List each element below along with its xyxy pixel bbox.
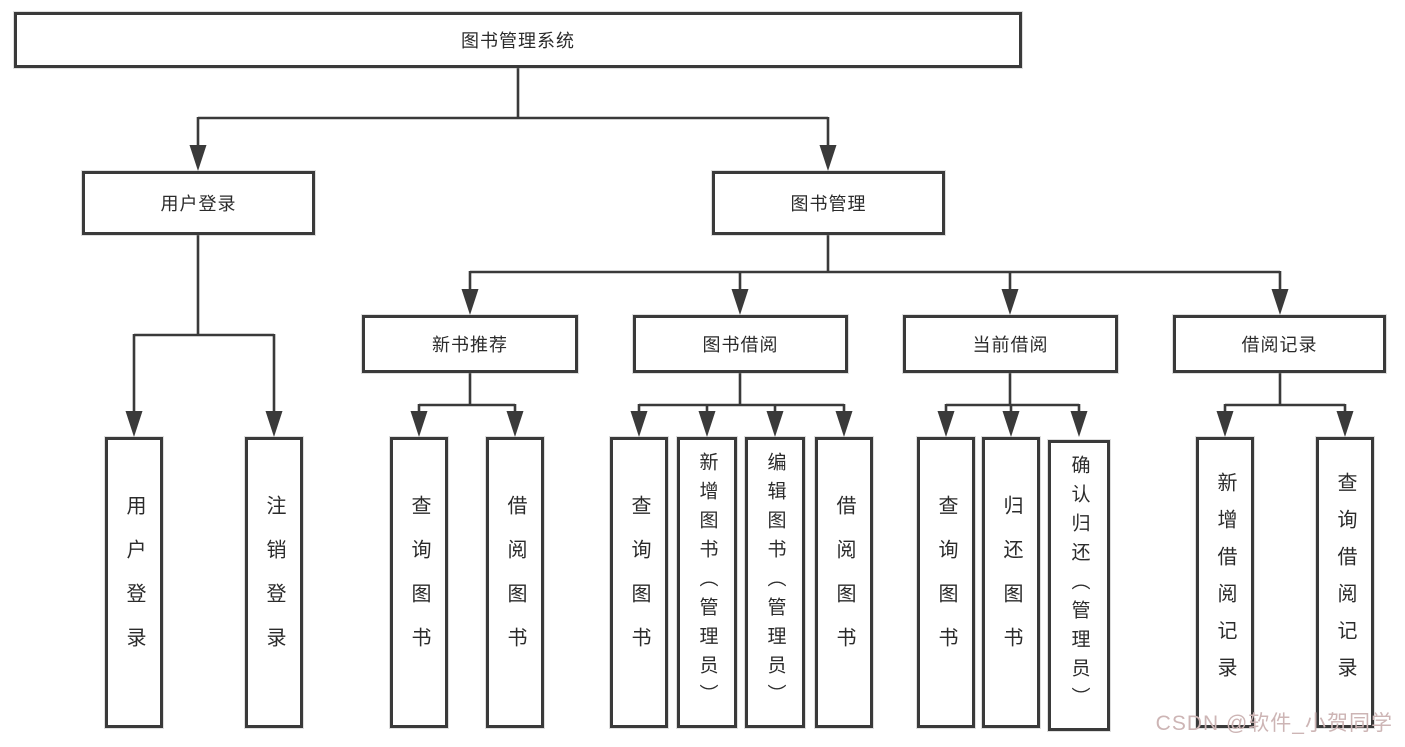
leaf-newbook-borrow-label: 借阅图书 <box>504 494 526 671</box>
leaf-current-return: 归还图书 <box>982 437 1040 728</box>
leaf-current-query: 查询图书 <box>917 437 975 728</box>
node-new-book-recommend-label: 新书推荐 <box>432 335 508 355</box>
leaf-borrow-add-admin-label: 新增图书（管理员） <box>696 452 718 713</box>
node-root-label: 图书管理系统 <box>461 31 575 51</box>
leaf-user-login: 用户登录 <box>105 437 163 728</box>
node-root: 图书管理系统 <box>14 12 1022 68</box>
leaf-borrow-query-label: 查询图书 <box>628 494 650 671</box>
node-user-login: 用户登录 <box>82 171 315 235</box>
leaf-records-add: 新增借阅记录 <box>1196 437 1254 728</box>
leaf-borrow-borrow-label: 借阅图书 <box>833 494 855 671</box>
node-borrow-records: 借阅记录 <box>1173 315 1386 373</box>
leaf-current-confirm-admin: 确认归还（管理员） <box>1048 440 1110 731</box>
node-borrow-records-label: 借阅记录 <box>1241 335 1318 355</box>
node-book-management: 图书管理 <box>712 171 945 235</box>
node-current-borrow: 当前借阅 <box>903 315 1118 373</box>
leaf-current-confirm-admin-label: 确认归还（管理员） <box>1068 455 1090 716</box>
leaf-user-login-label: 用户登录 <box>123 494 145 671</box>
leaf-current-query-label: 查询图书 <box>935 494 957 671</box>
node-new-book-recommend: 新书推荐 <box>362 315 578 373</box>
leaf-records-add-label: 新增借阅记录 <box>1214 471 1236 694</box>
leaf-borrow-edit-admin-label: 编辑图书（管理员） <box>764 452 786 713</box>
node-book-management-label: 图书管理 <box>790 194 867 214</box>
leaf-records-query: 查询借阅记录 <box>1316 437 1374 728</box>
leaf-newbook-query: 查询图书 <box>390 437 448 728</box>
leaf-borrow-add-admin: 新增图书（管理员） <box>677 437 737 728</box>
leaf-logout: 注销登录 <box>245 437 303 728</box>
leaf-newbook-query-label: 查询图书 <box>408 494 430 671</box>
leaf-records-query-label: 查询借阅记录 <box>1334 471 1356 694</box>
leaf-current-return-label: 归还图书 <box>1000 494 1022 671</box>
node-user-login-label: 用户登录 <box>160 194 237 214</box>
leaf-borrow-edit-admin: 编辑图书（管理员） <box>745 437 805 728</box>
leaf-newbook-borrow: 借阅图书 <box>486 437 544 728</box>
node-current-borrow-label: 当前借阅 <box>972 335 1049 355</box>
csdn-watermark: CSDN @软件_小贺同学 <box>1155 712 1393 735</box>
leaf-logout-label: 注销登录 <box>263 494 285 671</box>
leaf-borrow-query: 查询图书 <box>610 437 668 728</box>
leaf-borrow-borrow: 借阅图书 <box>815 437 873 728</box>
node-book-borrow: 图书借阅 <box>633 315 848 373</box>
node-book-borrow-label: 图书借阅 <box>702 335 779 355</box>
